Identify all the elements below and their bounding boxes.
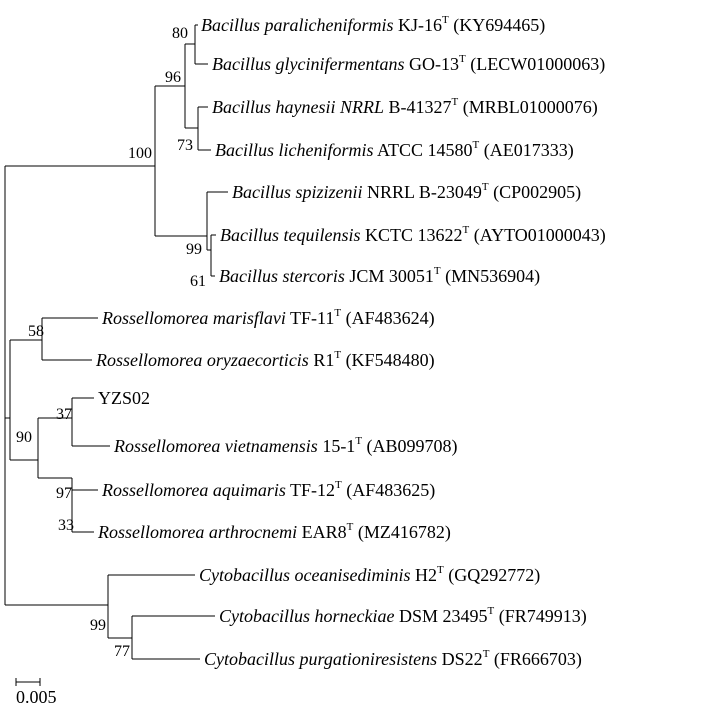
taxon-label: Bacillus spizizenii NRRL B-23049T (CP002… bbox=[232, 181, 581, 203]
taxon-label: Rossellomorea vietnamensis 15-1T (AB0997… bbox=[113, 435, 458, 457]
tree-branches bbox=[4, 24, 228, 686]
taxon-label: Rossellomorea arthrocnemi EAR8T (MZ41678… bbox=[97, 521, 451, 543]
taxon-label: Cytobacillus purgationiresistens DS22T (… bbox=[204, 648, 582, 670]
bootstrap-value: 80 bbox=[172, 25, 188, 42]
bootstrap-value: 100 bbox=[128, 145, 152, 162]
bootstrap-value: 96 bbox=[165, 69, 181, 86]
bootstrap-value: 58 bbox=[28, 323, 44, 340]
taxon-label: Cytobacillus oceanisediminis H2T (GQ2927… bbox=[199, 564, 540, 586]
taxon-label: Bacillus stercoris JCM 30051T (MN536904) bbox=[219, 265, 540, 287]
bootstrap-value: 99 bbox=[90, 617, 106, 634]
taxon-label: Rossellomorea oryzaecorticis R1T (KF5484… bbox=[95, 349, 435, 371]
taxon-label: Bacillus glycinifermentans GO-13T (LECW0… bbox=[212, 53, 605, 75]
taxon-label: Bacillus paralicheniformis KJ-16T (KY694… bbox=[201, 14, 545, 36]
taxon-label: Cytobacillus horneckiae DSM 23495T (FR74… bbox=[219, 605, 587, 627]
taxon-label: Rossellomorea marisflavi TF-11T (AF48362… bbox=[101, 307, 435, 329]
taxon-label: Bacillus haynesii NRRL B-41327T (MRBL010… bbox=[212, 96, 598, 118]
taxon-label: Bacillus tequilensis KCTC 13622T (AYTO01… bbox=[220, 224, 606, 246]
bootstrap-value: 97 bbox=[56, 485, 72, 502]
bootstrap-value: 99 bbox=[186, 241, 202, 258]
bootstrap-value: 77 bbox=[114, 643, 130, 660]
taxon-labels: Bacillus paralicheniformis KJ-16T (KY694… bbox=[95, 14, 606, 670]
taxon-label: Rossellomorea aquimaris TF-12T (AF483625… bbox=[101, 479, 435, 501]
taxon-label: Bacillus licheniformis ATCC 14580T (AE01… bbox=[215, 139, 574, 161]
bootstrap-labels: 80 96 73 100 99 61 58 37 90 97 33 99 77 bbox=[16, 25, 206, 660]
bootstrap-value: 90 bbox=[16, 429, 32, 446]
taxon-label-yzs02: YZS02 bbox=[98, 388, 150, 408]
bootstrap-value: 37 bbox=[56, 406, 72, 423]
bootstrap-value: 33 bbox=[58, 517, 74, 534]
bootstrap-value: 61 bbox=[190, 273, 206, 290]
bootstrap-value: 73 bbox=[177, 137, 193, 154]
scale-bar-label: 0.005 bbox=[16, 687, 57, 707]
